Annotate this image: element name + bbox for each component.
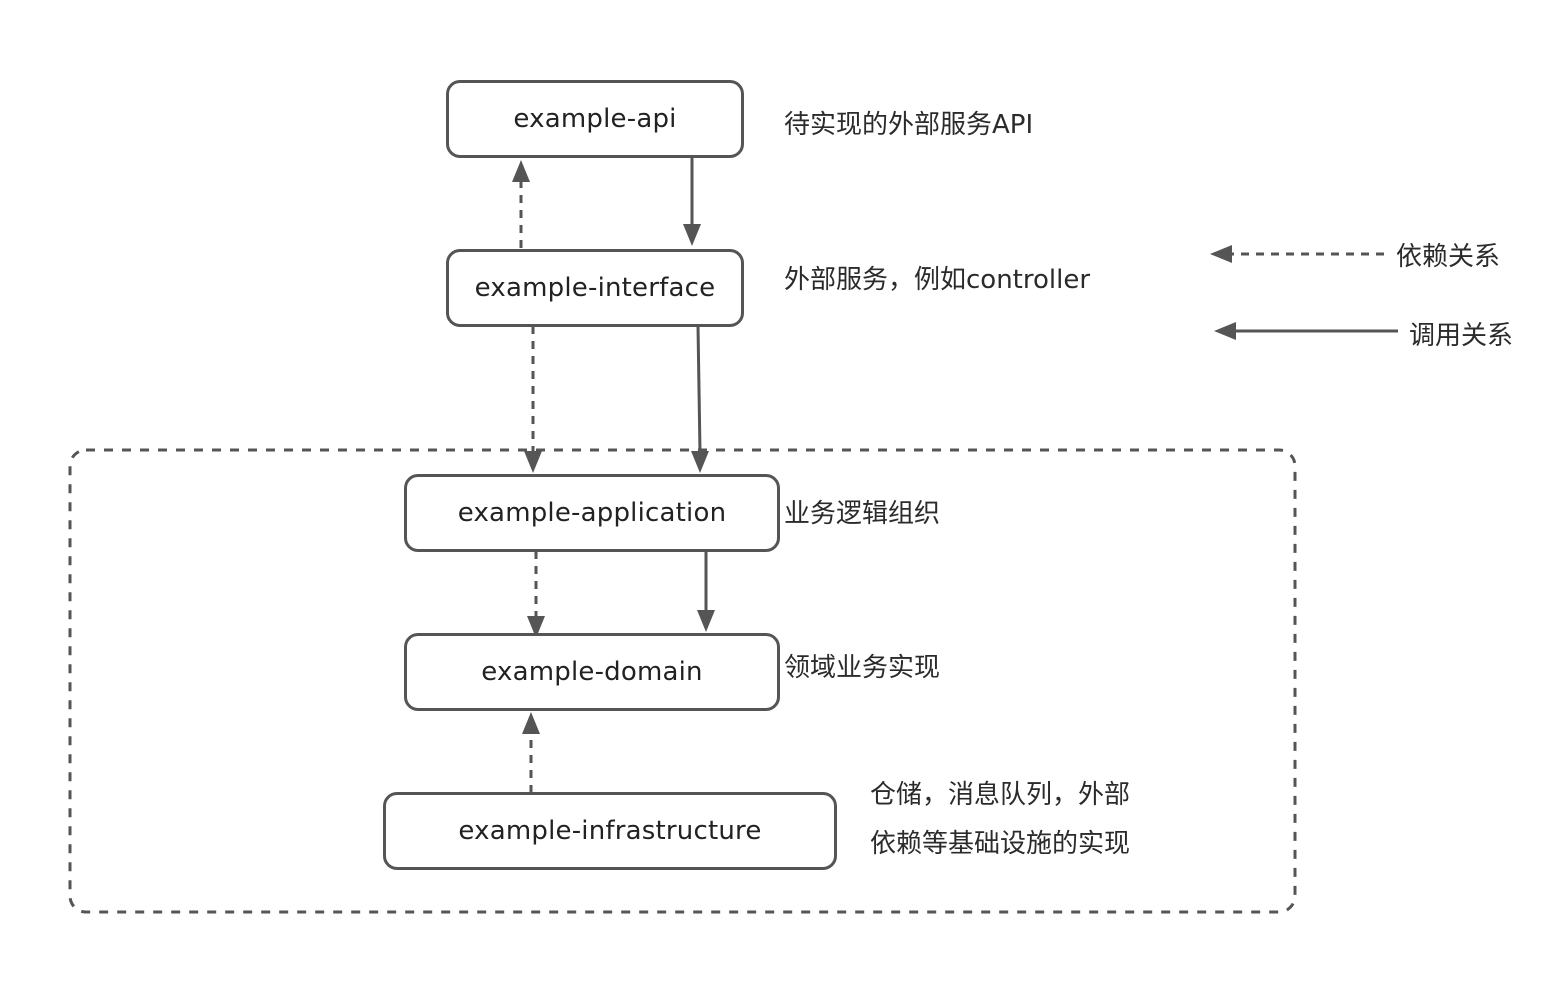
module-label-application: example-application	[457, 498, 727, 528]
arrowhead-call-application-to-domain	[697, 610, 715, 632]
note-interface: 外部服务，例如controller	[784, 265, 1091, 295]
legend-dependency-arrowhead	[1210, 245, 1232, 263]
note-infrastructure-line-1: 仓储，消息队列，外部	[870, 780, 1131, 810]
note-api: 待实现的外部服务API	[784, 110, 1034, 140]
arrowhead-infrastructure-to-domain	[522, 712, 540, 734]
note-application: 业务逻辑组织	[784, 499, 941, 529]
module-label-api: example-api	[513, 104, 677, 134]
note-infrastructure-line-2: 依赖等基础设施的实现	[870, 829, 1131, 859]
legend-call-arrowhead	[1214, 322, 1236, 340]
arrowhead-api-to-interface	[683, 224, 701, 246]
note-infrastructure: 仓储，消息队列，外部 依赖等基础设施的实现	[870, 771, 1130, 869]
module-box-application: example-application	[404, 474, 780, 552]
module-box-infrastructure: example-infrastructure	[383, 792, 837, 870]
legend-call-label: 调用关系	[1409, 321, 1514, 351]
note-domain: 领域业务实现	[784, 653, 941, 683]
arrowhead-application-to-domain	[527, 616, 545, 638]
arrowhead-interface-to-api	[512, 160, 530, 182]
call-arrow-interface-to-application	[696, 325, 702, 453]
arrowhead-interface-to-application	[524, 451, 542, 473]
legend-dependency-label: 依赖关系	[1396, 242, 1501, 272]
module-box-domain: example-domain	[404, 633, 780, 711]
module-box-interface: example-interface	[446, 249, 744, 327]
module-label-domain: example-domain	[481, 657, 703, 687]
module-label-infrastructure: example-infrastructure	[458, 816, 762, 846]
core-layer-boundary	[68, 448, 1297, 914]
module-label-interface: example-interface	[474, 273, 716, 303]
arrowhead-call-interface-to-application	[691, 451, 709, 473]
module-box-api: example-api	[446, 80, 744, 158]
